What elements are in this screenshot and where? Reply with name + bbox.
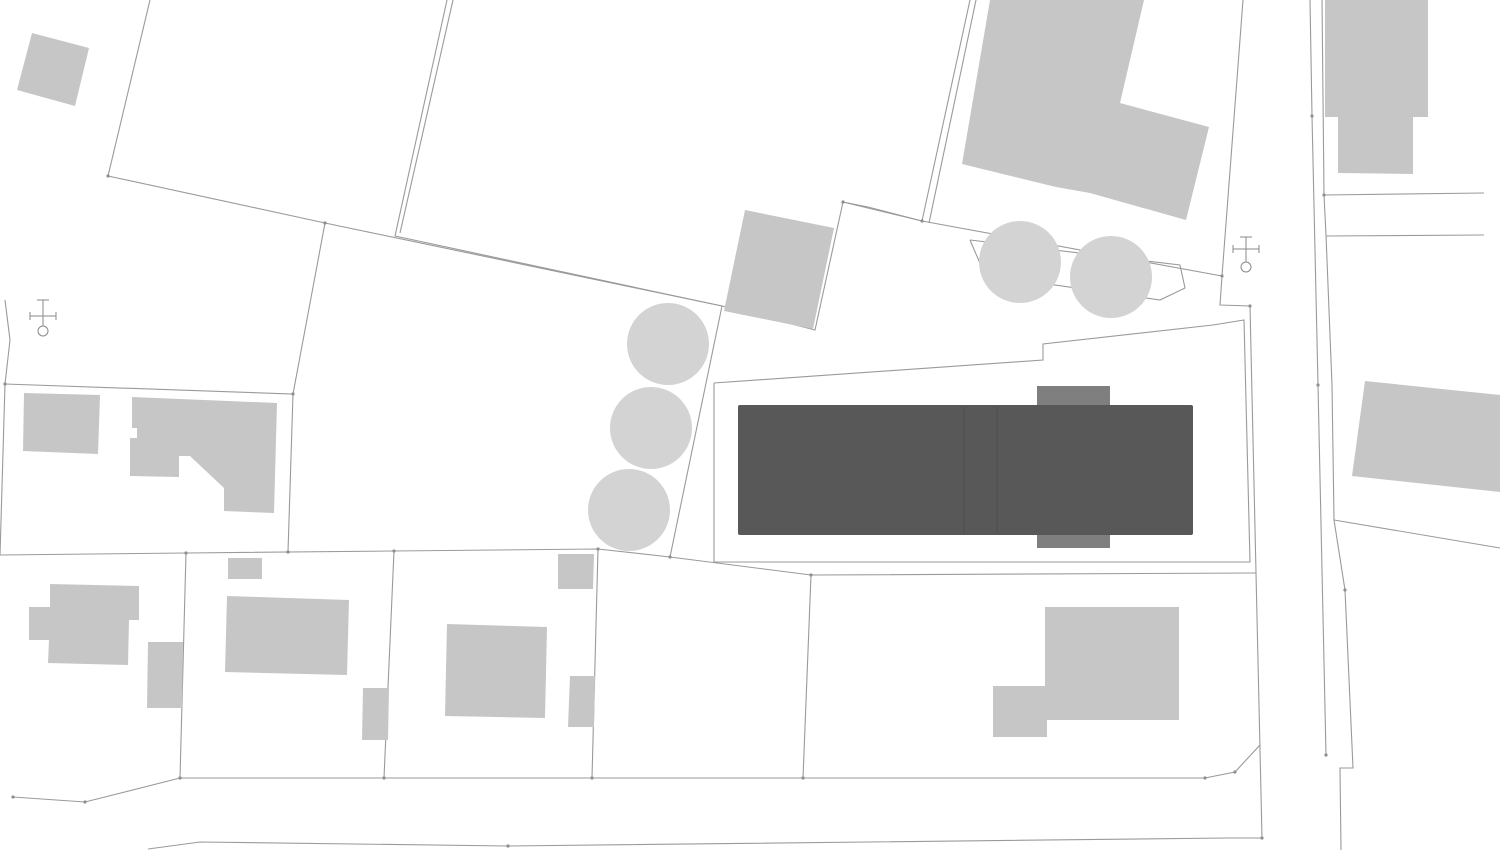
tree-canopies xyxy=(588,221,1152,551)
neighbor-building xyxy=(17,33,89,106)
neighbor-building xyxy=(962,0,1209,220)
neighbor-building xyxy=(362,688,389,740)
neighbor-building xyxy=(558,554,594,589)
neighbor-building xyxy=(225,596,349,675)
tree-canopy xyxy=(627,303,709,385)
neighbor-building xyxy=(228,558,262,579)
tree-canopy xyxy=(979,221,1061,303)
neighbor-building xyxy=(993,607,1179,737)
north-arrow-icon xyxy=(1232,236,1260,273)
tree-canopy xyxy=(588,469,670,551)
neighbor-building xyxy=(23,393,100,454)
neighbor-building xyxy=(568,676,595,727)
project-building-annex-south xyxy=(1037,532,1110,548)
project-building-annex-north xyxy=(1037,386,1110,408)
tree-canopy xyxy=(610,387,692,469)
neighbor-building xyxy=(724,210,834,329)
neighbor-building xyxy=(130,397,277,513)
neighbor-building xyxy=(445,624,547,718)
project-building-main xyxy=(738,405,1193,535)
neighbor-building xyxy=(29,584,139,665)
neighbor-building xyxy=(147,642,183,708)
tree-canopy xyxy=(1070,236,1152,318)
neighbor-building xyxy=(1325,0,1428,174)
parcel-vertices xyxy=(3,114,1347,848)
north-arrow-icon xyxy=(29,299,57,337)
neighbor-buildings xyxy=(17,0,1500,740)
project-building xyxy=(738,386,1193,548)
neighbor-building xyxy=(1352,381,1500,492)
